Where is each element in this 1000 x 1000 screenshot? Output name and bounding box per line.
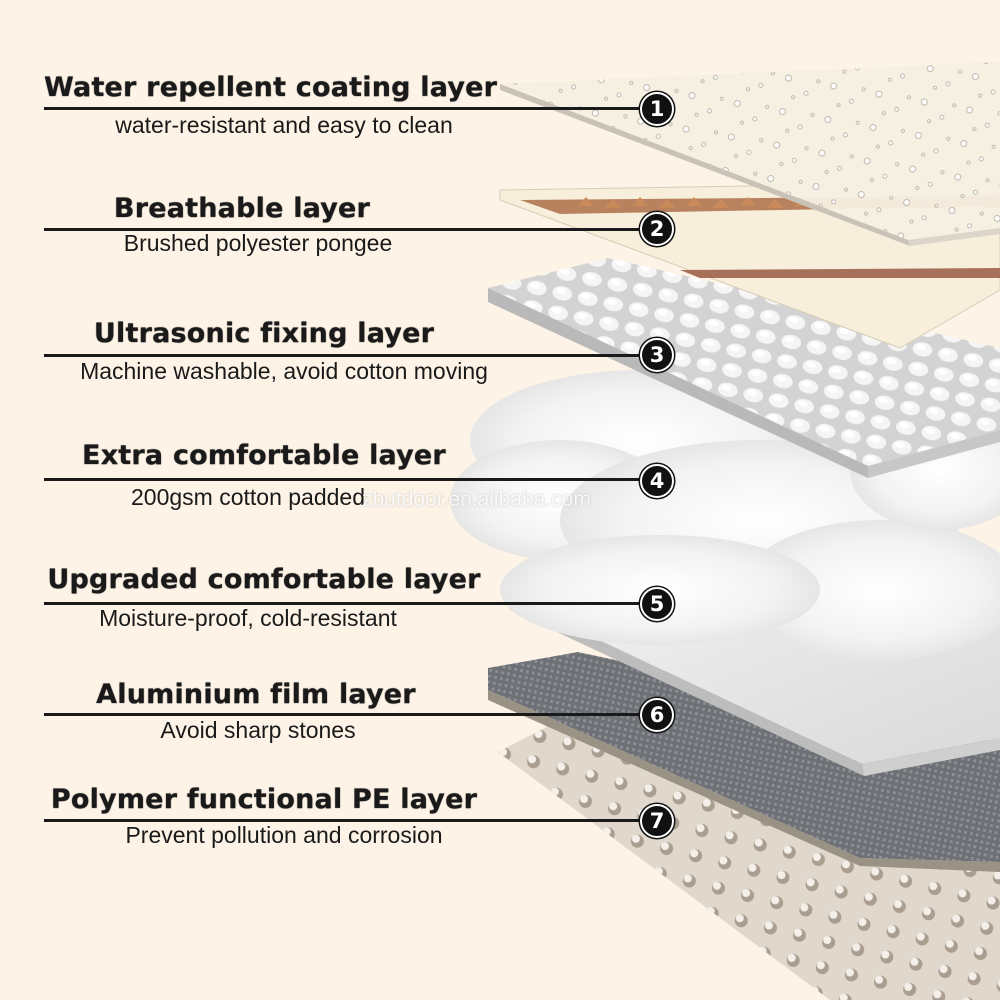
leader-line [44,228,654,231]
breathable-arrow-icon [632,197,648,206]
layer-title: Extra comfortable layer [82,440,446,471]
layer-title: Breathable layer [113,193,371,224]
layer-number-badge: 5 [640,587,674,621]
layer-number-badge: 2 [640,212,674,246]
layer-description: Machine washable, avoid cotton moving [80,358,488,384]
layer-title: Water repellent coating layer [44,72,498,103]
watermark-text: zbutdoor.en.alibaba.com [362,488,591,511]
leader-line [44,478,654,481]
water-repellent-shape [500,62,1000,246]
leader-line [44,713,654,716]
layer-description: Prevent pollution and corrosion [125,822,443,848]
leader-line [44,819,654,822]
layer-number-badge: 3 [640,338,674,372]
breathable-arrow-icon [686,197,702,206]
layer-title: Aluminium film layer [96,679,416,710]
breathable-arrow-icon [713,199,729,208]
layer-number-badge: 6 [640,698,674,732]
layer-description: Brushed polyester pongee [123,230,393,256]
aluminium-film-shape [488,652,1000,872]
breathable-arrow-icon [659,199,675,208]
layer-description: 200gsm cotton padded [130,484,365,510]
layer-title: Ultrasonic fixing layer [93,318,435,349]
breathable-arrow-icon [740,197,756,206]
layer-description: Avoid sharp stones [160,717,356,743]
breathable-arrow-icon [767,199,783,208]
layer-number-badge: 1 [640,92,674,126]
layer-description: Moisture-proof, cold-resistant [99,605,397,631]
layer-title: Upgraded comfortable layer [47,564,481,595]
leader-line [44,354,654,357]
layer-description: water-resistant and easy to clean [115,112,453,138]
breathable-arrow-icon [605,199,621,208]
breathable-arrow-icon [578,197,594,206]
leader-line [44,107,654,110]
layer-title: Polymer functional PE layer [50,784,478,815]
layer-number-badge: 7 [640,804,674,838]
leader-line [44,602,654,605]
layer-number-badge: 4 [640,464,674,498]
quilted-layer-shape [488,258,1000,478]
